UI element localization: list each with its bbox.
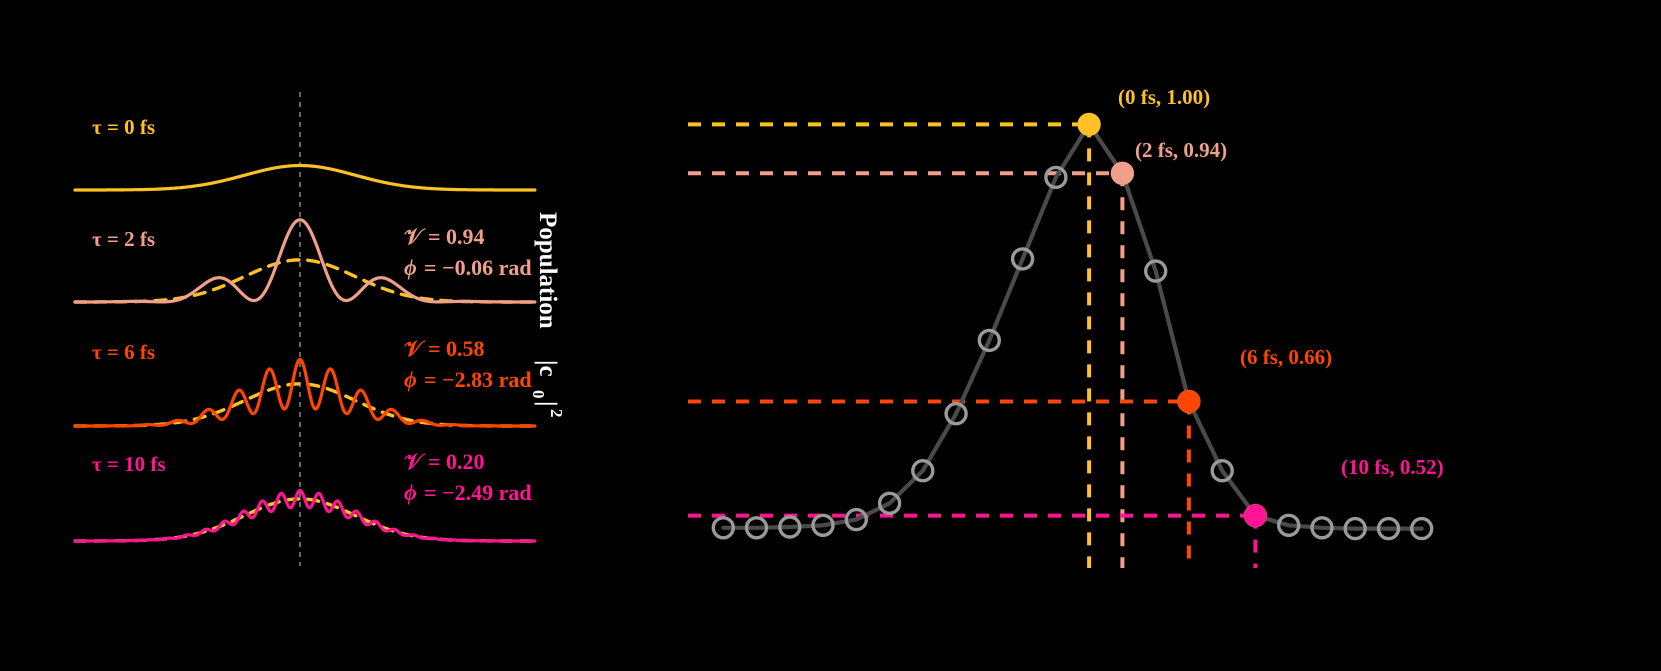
y-axis-label: Population |c 0 | 2 [529,212,566,418]
data-point-marker[interactable] [1310,516,1334,540]
trace-2 [73,357,537,428]
data-point-marker[interactable] [977,328,1001,353]
visibility-value-2: = 0.94 [428,224,485,249]
tau-label-10: τ = 10 fs [92,452,166,476]
data-point-marker[interactable] [1409,516,1434,541]
phase-symbol-10: ϕ [404,480,417,505]
phase-symbol-2: ϕ [404,255,417,280]
highlight-point-3[interactable] [1243,504,1267,528]
y-axis-label-text: Population [534,212,561,329]
visibility-annotations: 𝒱 = 0.94 ϕ = −0.06 rad 𝒱 = 0.58 ϕ = −2.8… [404,224,532,505]
visibility-symbol-10: 𝒱 [404,449,426,474]
visibility-symbol-6: 𝒱 [404,336,426,361]
data-point-marker[interactable] [1276,513,1301,537]
data-point-marker[interactable] [811,513,835,537]
highlight-label-2fs: (2 fs, 0.94) [1135,138,1227,162]
visibility-value-6: = 0.58 [428,336,485,361]
interferogram-traces [73,163,537,543]
data-point-marker[interactable] [778,515,802,539]
data-point-marker[interactable] [1143,259,1168,283]
population-highlight-labels: (0 fs, 1.00) (2 fs, 0.94) (6 fs, 0.66) (… [1118,85,1444,479]
highlight-guide-lines [688,122,1258,568]
population-highlight-points [1077,112,1267,528]
y-axis-math-bar: | [534,401,561,407]
visibility-value-10: = 0.20 [428,449,485,474]
envelope-dashed-3 [73,497,537,543]
y-axis-label-math: |c 0 | 2 [529,360,566,418]
data-point-marker[interactable] [1044,165,1068,190]
highlight-label-6fs: (6 fs, 0.66) [1240,345,1332,369]
tau-label-2: τ = 2 fs [92,227,155,251]
population-curve [721,122,1424,531]
highlight-point-0[interactable] [1077,112,1101,136]
highlight-point-1[interactable] [1110,161,1134,185]
data-point-marker[interactable] [711,516,735,540]
data-point-marker[interactable] [1010,247,1035,271]
interferogram-labels: τ = 0 fs τ = 2 fs τ = 6 fs τ = 10 fs [92,115,166,476]
data-point-marker[interactable] [844,507,868,532]
phase-value-6: = −2.83 rad [424,367,532,392]
highlight-point-2[interactable] [1177,390,1201,413]
data-point-marker[interactable] [1343,516,1367,541]
data-point-marker[interactable] [877,491,902,515]
data-point-marker[interactable] [1210,459,1234,483]
tau-label-6: τ = 6 fs [92,340,155,364]
data-point-marker[interactable] [911,459,935,483]
highlight-label-0fs: (0 fs, 1.00) [1118,85,1210,109]
trace-1 [73,218,537,304]
interferogram-panel: τ = 0 fs τ = 2 fs τ = 6 fs τ = 10 fs 𝒱 =… [73,92,566,566]
data-point-marker[interactable] [1376,516,1401,541]
trace-0 [73,163,537,192]
highlight-label-10fs: (10 fs, 0.52) [1341,455,1444,479]
population-markers [711,112,1434,541]
visibility-symbol-2: 𝒱 [404,224,426,249]
tau-label-0: τ = 0 fs [92,115,155,139]
y-axis-math-sub: 0 [529,390,548,399]
data-point-marker[interactable] [944,402,968,426]
phase-value-2: = −0.06 rad [424,255,532,280]
phase-symbol-6: ϕ [404,367,417,392]
phase-value-10: = −2.49 rad [424,480,532,505]
data-point-marker[interactable] [744,516,769,540]
y-axis-math-open: |c [534,360,561,377]
trace-3 [73,488,537,543]
y-axis-math-sup: 2 [547,409,566,418]
population-panel: (0 fs, 1.00) (2 fs, 0.94) (6 fs, 0.66) (… [688,85,1444,568]
